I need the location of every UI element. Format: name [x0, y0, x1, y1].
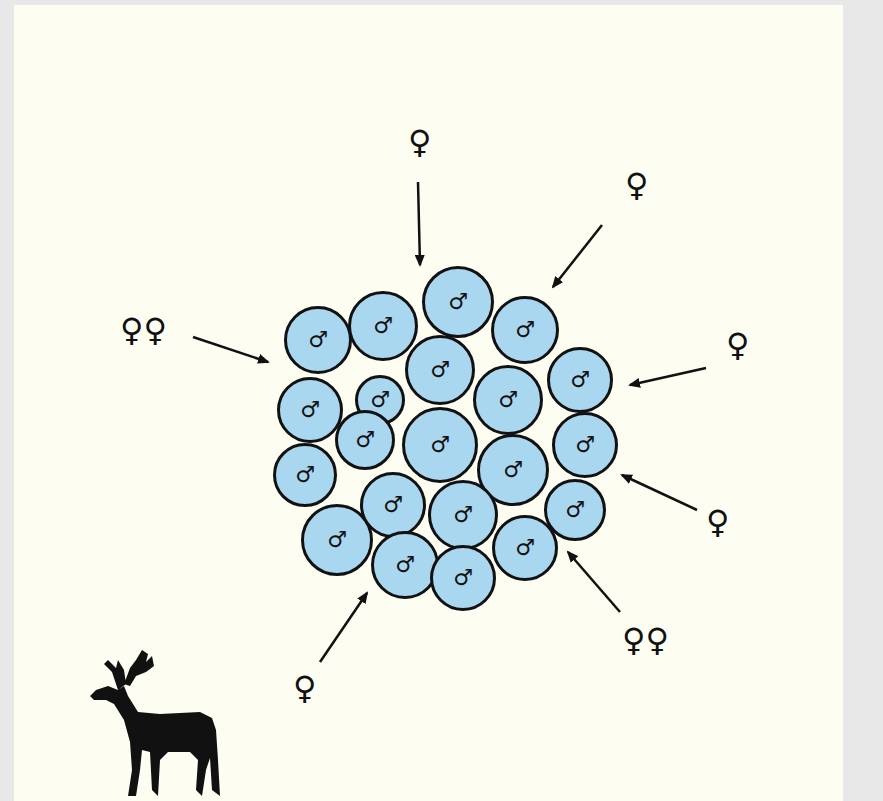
female-symbol: ♀♀	[622, 624, 669, 656]
male-symbol: ♂	[300, 399, 320, 421]
approach-arrow	[320, 593, 367, 662]
male-territory-circle: ♂	[492, 515, 558, 581]
deer-silhouette	[90, 650, 220, 796]
male-symbol: ♂	[575, 434, 595, 456]
male-symbol: ♂	[430, 359, 450, 381]
male-symbol: ♂	[565, 499, 585, 521]
approach-arrow	[418, 182, 420, 265]
male-territory-circle: ♂	[360, 472, 426, 538]
approach-arrow	[193, 337, 268, 362]
female-symbol: ♀	[408, 126, 431, 158]
female-symbol: ♀♀	[120, 314, 167, 346]
male-territory-circle: ♂	[277, 377, 343, 443]
male-symbol: ♂	[308, 329, 328, 351]
approach-arrow	[630, 368, 706, 385]
male-symbol: ♂	[453, 504, 473, 526]
male-territory-circle: ♂	[491, 296, 559, 364]
male-territory-circle: ♂	[405, 335, 475, 405]
male-territory-circle: ♂	[547, 347, 613, 413]
male-symbol: ♂	[503, 459, 523, 481]
male-symbol: ♂	[570, 369, 590, 391]
male-territory-circle: ♂	[348, 291, 418, 361]
female-symbol: ♀	[625, 169, 648, 201]
female-symbol: ♀	[293, 672, 316, 704]
male-territory-circle: ♂	[552, 412, 618, 478]
male-symbol: ♂	[395, 554, 415, 576]
male-symbol: ♂	[327, 529, 347, 551]
male-territory-circle: ♂	[335, 410, 395, 470]
male-territory-circle: ♂	[273, 443, 337, 507]
approach-arrow	[553, 225, 602, 287]
male-symbol: ♂	[515, 537, 535, 559]
male-symbol: ♂	[373, 315, 393, 337]
male-symbol: ♂	[453, 567, 473, 589]
male-symbol: ♂	[295, 464, 315, 486]
male-territory-circle: ♂	[402, 407, 478, 483]
male-symbol: ♂	[355, 429, 375, 451]
male-territory-circle: ♂	[371, 531, 439, 599]
male-symbol: ♂	[498, 389, 518, 411]
male-symbol: ♂	[370, 389, 390, 411]
female-symbol: ♀	[726, 329, 749, 361]
male-territory-circle: ♂	[473, 365, 543, 435]
male-territory-circle: ♂	[428, 480, 498, 550]
male-territory-circle: ♂	[430, 545, 496, 611]
female-symbol: ♀	[706, 506, 729, 538]
male-territory-circle: ♂	[284, 306, 352, 374]
male-territory-circle: ♂	[422, 266, 494, 338]
male-symbol: ♂	[515, 319, 535, 341]
male-symbol: ♂	[448, 291, 468, 313]
approach-arrow	[568, 552, 620, 612]
approach-arrow	[622, 475, 697, 510]
male-symbol: ♂	[430, 434, 450, 456]
male-symbol: ♂	[383, 494, 403, 516]
